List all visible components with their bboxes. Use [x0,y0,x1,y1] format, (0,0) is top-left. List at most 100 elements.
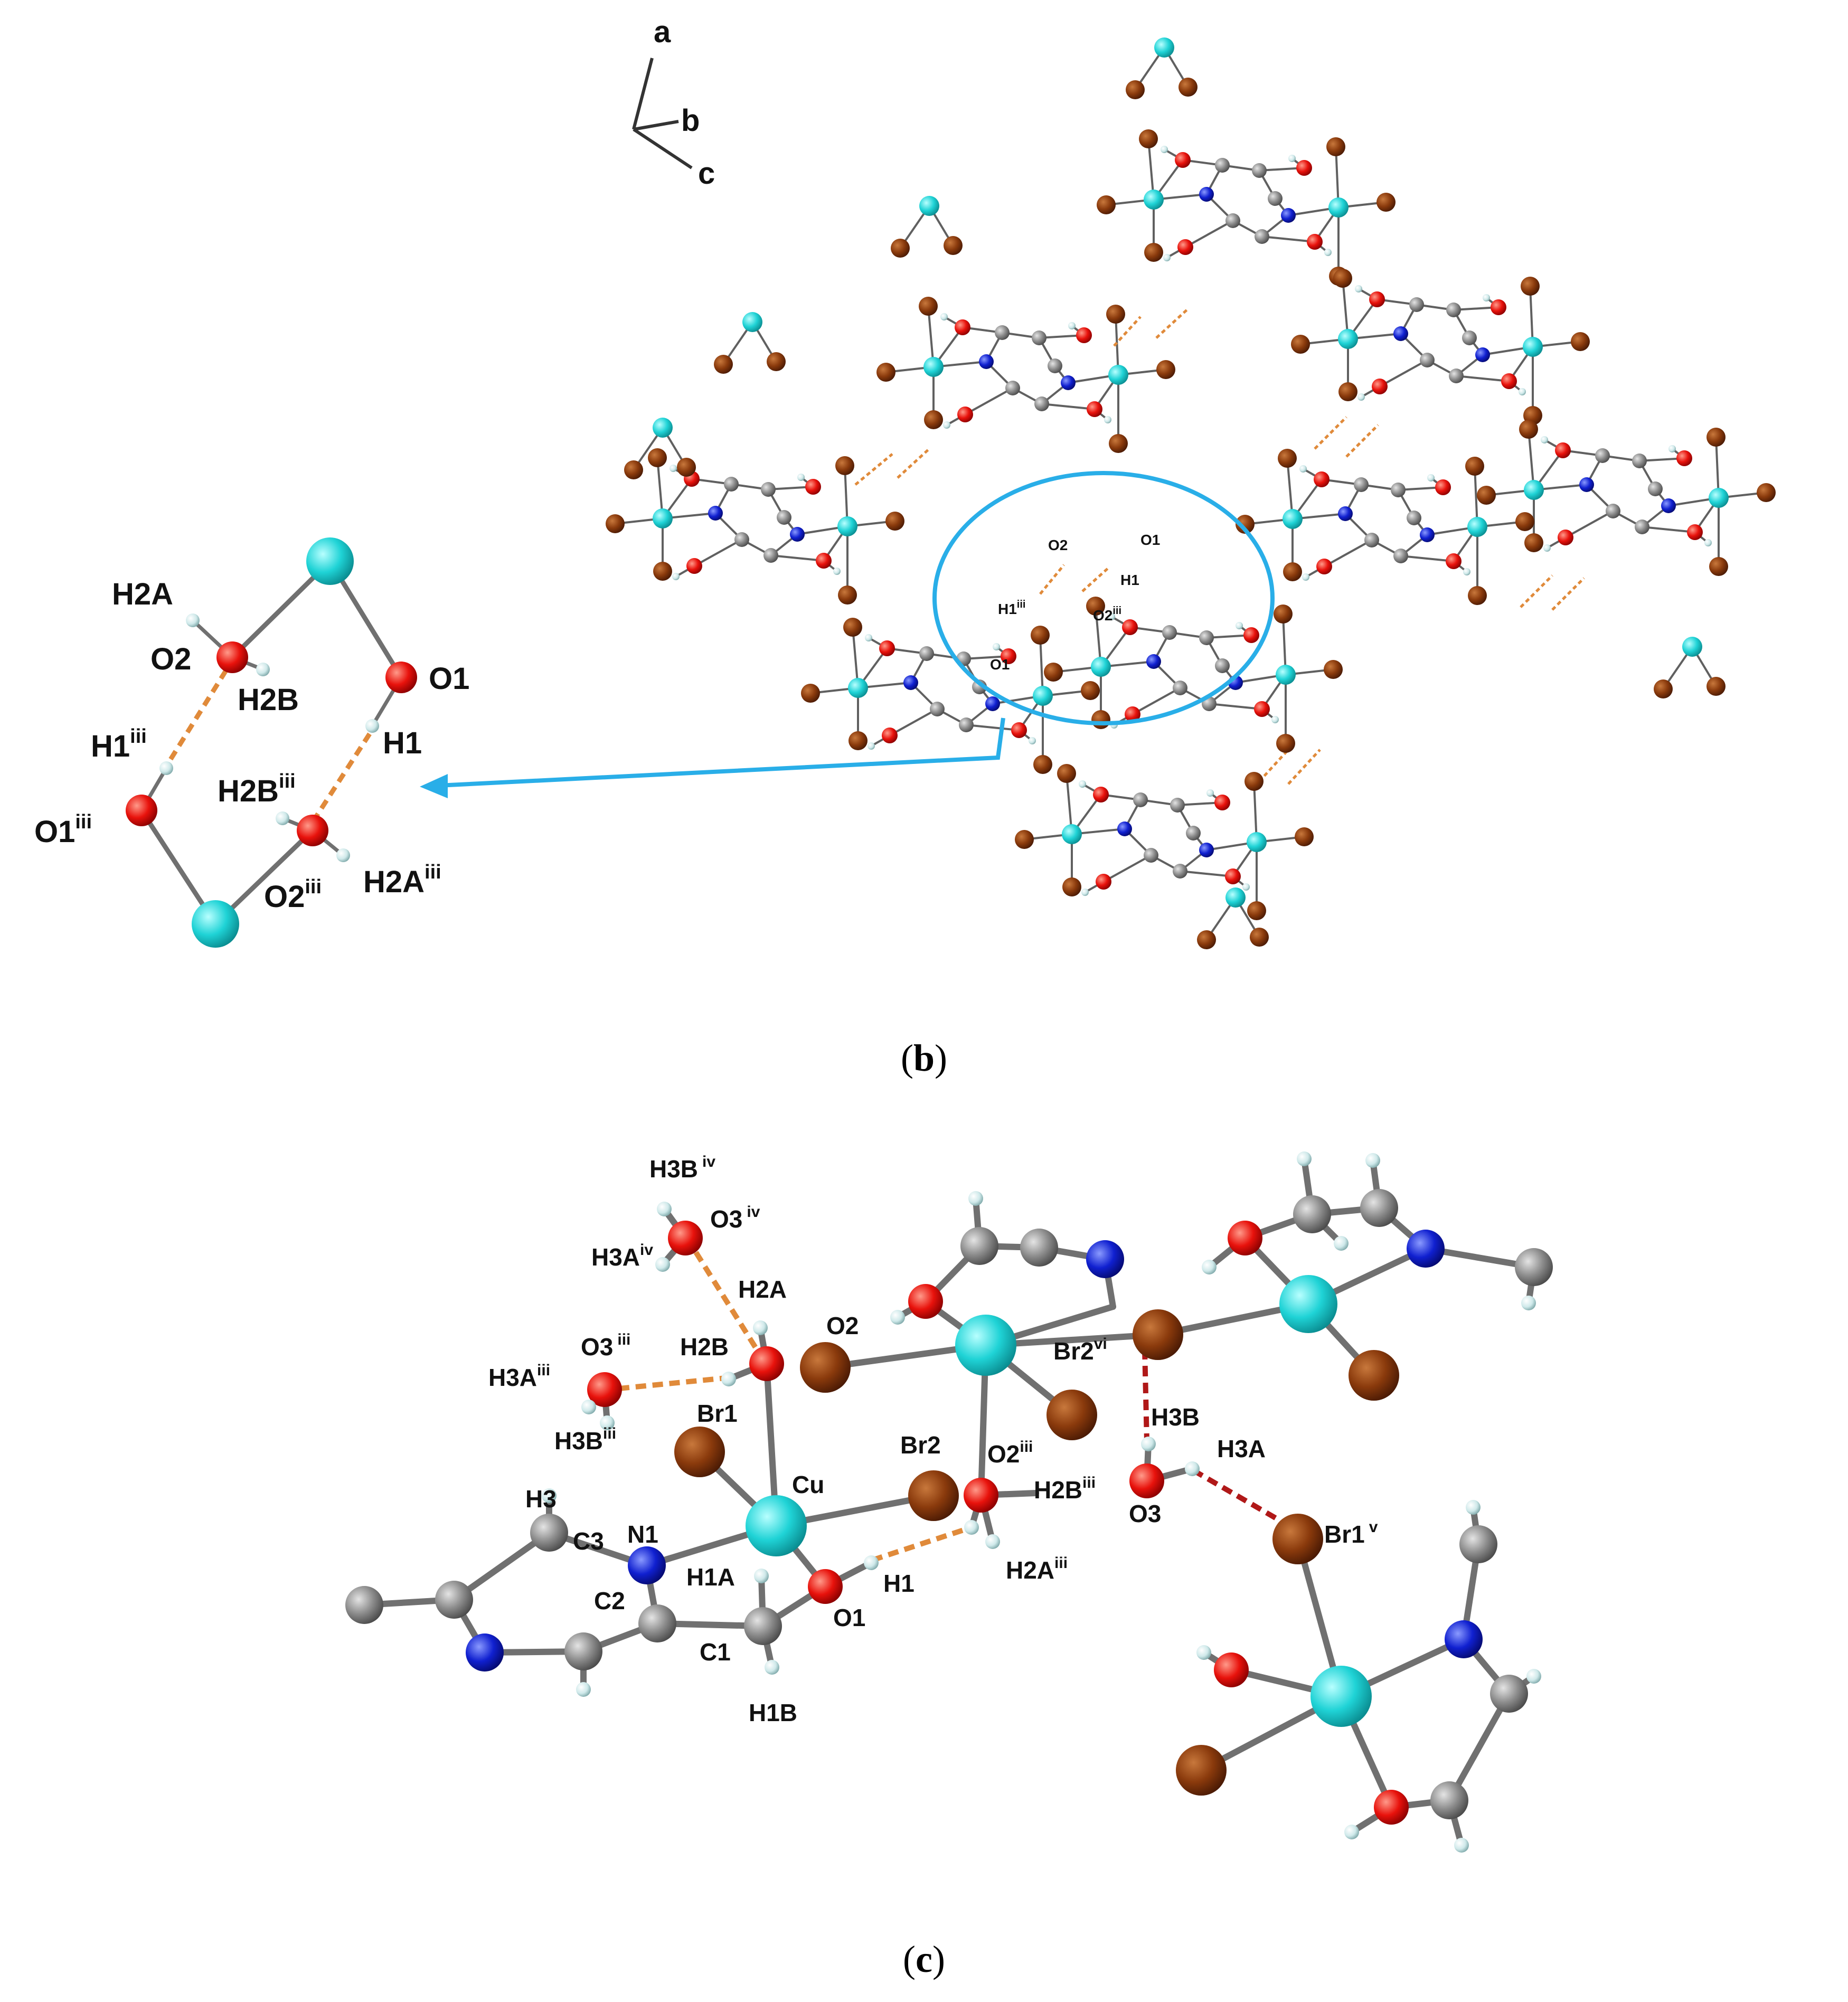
atom-c [1354,477,1369,492]
bond [1185,220,1233,248]
atom-o [1076,327,1092,343]
lattice-label-H1: H1 [1120,572,1139,588]
atom-h [1108,613,1115,620]
atom-n [1445,1620,1483,1658]
atom-cu [923,357,944,377]
atom-h [1526,1669,1541,1684]
atom-cu [919,196,939,216]
atom-c [1360,1189,1398,1227]
bond [1041,403,1095,410]
atom-c [1595,448,1610,463]
hydrogen-bond [1345,424,1379,458]
inset-label-O2iii: O2iii [264,876,322,914]
panel-c-caption: (c) [903,1938,945,1980]
label-O1: O1 [833,1604,865,1631]
atom-o [1001,648,1016,664]
atom-c [1632,454,1647,468]
label-H3A: H3A [1217,1435,1266,1462]
atom-h [365,719,379,733]
bond [1335,146,1340,208]
atom-n [1661,498,1676,513]
atom-cu [1328,197,1349,218]
atom-c [1420,353,1435,367]
atom-h [1704,539,1712,546]
atom-cu [1709,488,1729,508]
bond [694,539,742,567]
atom-o [1254,701,1270,717]
atom-cu [837,516,857,536]
atom-br [624,460,643,479]
label-C1: C1 [700,1638,731,1666]
bond [1261,235,1315,243]
label-H3Aiv: H3Aiv [591,1241,653,1271]
atom-c [1364,533,1379,547]
atom-h [1029,737,1036,744]
atom-br [891,239,910,258]
atom-br [1283,562,1302,581]
atom-c [1449,369,1464,383]
panel-c-structure [345,1151,1553,1853]
atom-h [1079,780,1086,788]
atom-br [1274,605,1293,624]
hydrogen-bond [1155,308,1189,339]
label-O3: O3 [1129,1500,1161,1527]
atom-cu [1247,832,1267,852]
axis-label-c: c [698,156,715,191]
atom-o [1374,1790,1409,1825]
atom-c [1215,158,1230,173]
atom-br [767,352,786,371]
atom-br [843,618,862,637]
atom-h [721,1372,736,1386]
atom-n [1146,654,1161,669]
atom-c [1391,483,1406,497]
atom-c [972,679,987,694]
atom-o [957,407,973,422]
atom-c [1162,625,1177,640]
bond [966,724,1020,731]
atom-h [1163,254,1171,261]
label-H3Aiii: H3Aiii [488,1362,550,1391]
atom-o [1087,401,1102,417]
atom-h [1297,1151,1312,1166]
atom-br [1349,1350,1399,1401]
atom-c [1199,630,1214,645]
atom-c [1293,1195,1331,1233]
bond [1474,466,1478,527]
atom-o [1243,627,1259,643]
atom-h [1141,1437,1156,1451]
atom-c [1034,396,1049,411]
atom-c [1225,213,1240,228]
atom-c [763,548,778,563]
bond [1209,703,1262,710]
hydrogen-bond [1551,577,1585,611]
atom-n [1117,821,1132,836]
atom-h [1357,393,1365,401]
atom-c [1430,1781,1468,1819]
atom-n [1579,477,1594,492]
label-H1B: H1B [749,1699,797,1726]
atom-br [1324,660,1343,679]
atom-br [1046,1390,1097,1440]
atom-o [1435,479,1451,495]
atom-h [256,663,270,676]
atom-cu [653,508,673,528]
atom-o [879,640,895,656]
atom-br [1081,681,1100,700]
atom-h [797,474,805,481]
atom-br [924,410,943,429]
atom-cu [955,1315,1016,1376]
atom-br [1139,129,1158,148]
atom-c [734,532,749,547]
atom-br [1156,360,1175,379]
atom-h [159,761,173,775]
atom-n [1475,347,1490,362]
atom-n1 [628,1546,666,1584]
atom-cu [1682,637,1702,657]
atom-h [600,1415,615,1430]
atom-br [1091,710,1110,729]
atom-br [1247,901,1266,920]
hydrogen-bond [897,448,930,479]
atom-h [753,1320,768,1335]
